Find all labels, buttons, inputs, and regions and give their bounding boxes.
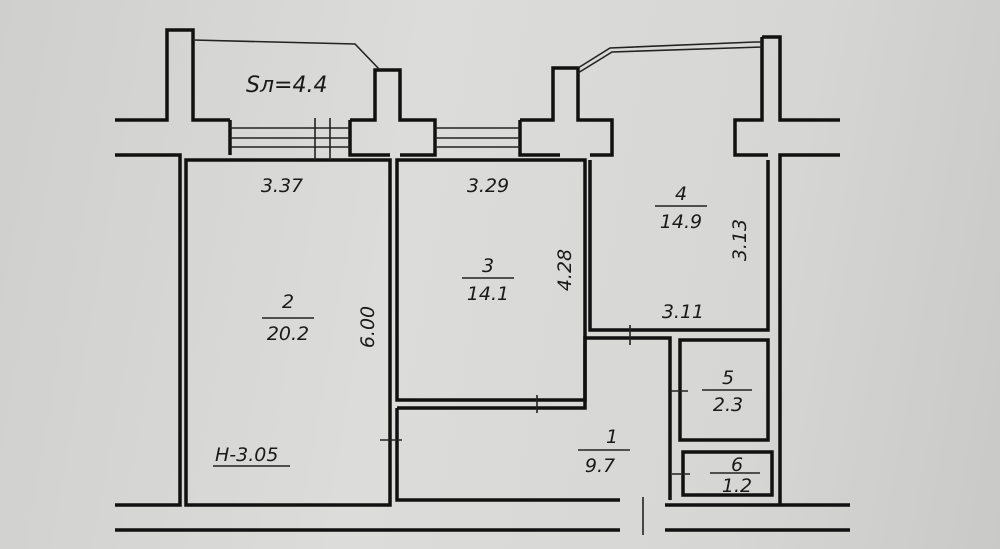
room-area: 2.3: [713, 394, 743, 416]
doors: [380, 325, 690, 535]
room-number: 5: [722, 367, 734, 389]
room-number: 1: [606, 426, 618, 448]
room-4-width-dimension: 3.11: [662, 301, 704, 323]
room-area: 9.7: [585, 455, 615, 477]
room-2-length-dimension: 6.00: [357, 306, 379, 348]
room-area: 14.1: [467, 283, 509, 305]
ceiling-height-label: H-3.05: [215, 444, 278, 466]
room-3-width-dimension: 3.29: [467, 175, 509, 197]
windows: [230, 118, 520, 160]
room-1-label: 1 9.7: [578, 426, 630, 477]
room-2-label: 2 20.2: [262, 291, 314, 345]
room-area: 14.9: [660, 211, 702, 233]
room-6-label: 6 1.2: [710, 454, 760, 497]
balcony-area-label: Sл=4.4: [246, 73, 327, 98]
room-area: 1.2: [722, 475, 752, 497]
room-2-width-dimension: 3.37: [261, 175, 303, 197]
room-number: 6: [731, 454, 743, 476]
room-area: 20.2: [267, 323, 309, 345]
room-3-label: 3 14.1: [462, 255, 514, 305]
balcony-outline: [192, 39, 763, 74]
walls: [115, 28, 850, 532]
room-5-label: 5 2.3: [702, 367, 752, 416]
room-4-length-dimension: 3.13: [729, 219, 751, 261]
room-number: 2: [282, 291, 294, 313]
room-3-length-dimension: 4.28: [554, 249, 576, 291]
room-4-label: 4 14.9: [655, 183, 707, 233]
room-number: 3: [482, 255, 494, 277]
room-number: 4: [675, 183, 687, 205]
